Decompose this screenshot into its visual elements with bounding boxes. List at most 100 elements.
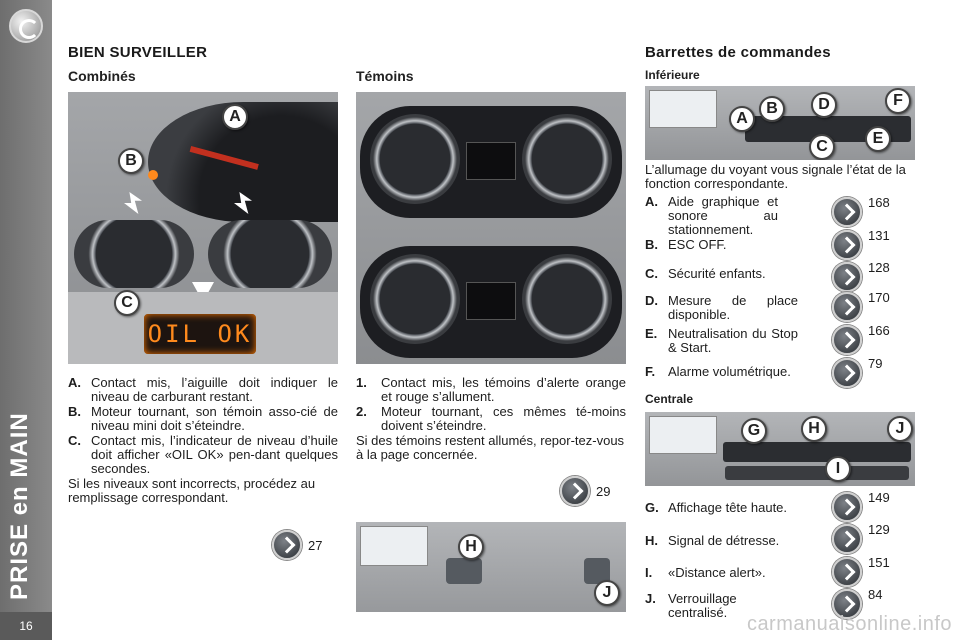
item-label: J.: [645, 591, 656, 606]
arrow-right-icon: [832, 492, 862, 522]
item-label: 2.: [356, 404, 367, 419]
page-ref-link[interactable]: 29: [560, 476, 610, 506]
inferieure-photo: A B C D E F: [645, 86, 915, 160]
arrow-right-icon: [560, 476, 590, 506]
page-ref-link[interactable]: 149: [832, 490, 890, 522]
item-label: H.: [645, 533, 658, 548]
callout-d: D: [811, 92, 837, 118]
item-label: 1.: [356, 375, 367, 390]
list-item: A. Aide graphique et sonore au stationne…: [645, 195, 835, 237]
arrow-right-icon: [832, 358, 862, 388]
callout-e: E: [865, 126, 891, 152]
item-label: A.: [645, 194, 658, 209]
callout-a: A: [222, 104, 248, 130]
list-item: C. Sécurité enfants.: [645, 267, 835, 283]
callout-b: B: [118, 148, 144, 174]
page-ref-link[interactable]: 170: [832, 290, 890, 322]
callout-j: J: [594, 580, 620, 606]
list-item: F. Alarme volumétrique.: [645, 365, 835, 381]
inferieure-title: Inférieure: [645, 68, 700, 82]
temoins-title: Témoins: [356, 68, 414, 84]
page-ref-link[interactable]: 166: [832, 323, 890, 355]
arrow-right-icon: [832, 230, 862, 260]
list-item: H. Signal de détresse.: [645, 534, 835, 550]
page-ref-number: 168: [868, 195, 890, 210]
list-item: I. «Distance alert».: [645, 566, 835, 582]
page-ref-number: 151: [868, 555, 890, 570]
callout-b: B: [759, 96, 785, 122]
page-ref-link[interactable]: 128: [832, 260, 890, 292]
combines-photo: OIL OK A B C: [68, 92, 338, 364]
item-text: Aide graphique et sonore au stationnemen…: [668, 194, 778, 237]
combines-note: Si les niveaux sont incorrects, procédez…: [68, 476, 316, 505]
barrettes-title: Barrettes de commandes: [645, 44, 831, 61]
list-item: A. Contact mis, l’aiguille doit indiquer…: [68, 376, 338, 404]
item-label: I.: [645, 565, 653, 580]
callout-c: C: [114, 290, 140, 316]
list-item: J. Verrouillage centralisé.: [645, 592, 835, 620]
item-text: Sécurité enfants.: [668, 266, 766, 281]
item-text: «Distance alert».: [668, 565, 766, 580]
page-ref-link[interactable]: 168: [832, 195, 890, 227]
list-item: D. Mesure de place disponible.: [645, 294, 835, 322]
temoins-photo: [356, 92, 626, 364]
item-text: Verrouillage centralisé.: [668, 591, 737, 620]
list-item: B. ESC OFF.: [645, 238, 835, 254]
list-item: C. Contact mis, l’indicateur de niveau d…: [68, 434, 338, 476]
callout-f: F: [885, 88, 911, 114]
item-text: Affichage tête haute.: [668, 500, 788, 515]
item-text: Contact mis, les témoins d’alerte orange…: [381, 375, 626, 404]
item-text: Signal de détresse.: [668, 533, 780, 548]
page-ref-number: 170: [868, 290, 890, 305]
section-side-title: PRISE en MAIN: [6, 412, 33, 600]
item-text: Neutralisation du Stop & Start.: [668, 326, 798, 355]
arrow-right-icon: [832, 557, 862, 587]
page-ref-number: 84: [868, 587, 883, 602]
callout-h: H: [458, 534, 484, 560]
item-label: C.: [68, 433, 81, 448]
combines-title: Combinés: [68, 68, 136, 84]
brand-logo-icon: [9, 9, 43, 43]
list-item: E. Neutralisation du Stop & Start.: [645, 327, 835, 355]
list-item: B. Moteur tournant, son témoin asso-cié …: [68, 405, 338, 433]
dashboard-photo: H J: [356, 522, 626, 612]
item-text: Alarme volumétrique.: [668, 364, 791, 379]
page-ref-number: 27: [308, 538, 323, 553]
watermark: carmanualsonline.info: [746, 613, 952, 635]
arrow-right-icon: [832, 262, 862, 292]
item-text: Mesure de place disponible.: [668, 293, 798, 322]
item-label: B.: [645, 237, 658, 252]
item-label: F.: [645, 364, 656, 379]
item-text: Moteur tournant, son témoin asso-cié de …: [91, 404, 338, 433]
temoins-note: Si des témoins restent allumés, repor-te…: [356, 433, 625, 462]
page-ref-link[interactable]: 79: [832, 356, 883, 388]
callout-h: H: [801, 416, 827, 442]
page-ref-link[interactable]: 151: [832, 555, 890, 587]
callout-g: G: [741, 418, 767, 444]
page-ref-link[interactable]: 84: [832, 587, 883, 619]
page-ref-link[interactable]: 27: [272, 530, 322, 560]
page-ref-link[interactable]: 131: [832, 228, 890, 260]
centrale-title: Centrale: [645, 392, 694, 406]
arrow-right-icon: [832, 292, 862, 322]
item-text: Contact mis, l’indicateur de niveau d’hu…: [91, 433, 338, 476]
page-ref-number: 131: [868, 228, 890, 243]
side-band: PRISE en MAIN 16: [0, 0, 52, 640]
arrow-right-icon: [832, 524, 862, 554]
page-ref-link[interactable]: 129: [832, 522, 890, 554]
inferieure-intro: L’allumage du voyant vous signale l’état…: [645, 162, 906, 191]
callout-j: J: [887, 416, 913, 442]
arrow-right-icon: [832, 589, 862, 619]
callout-c: C: [809, 134, 835, 160]
item-text: Contact mis, l’aiguille doit indiquer le…: [91, 375, 338, 404]
oil-level-display: OIL OK: [144, 314, 256, 354]
page-ref-number: 166: [868, 323, 890, 338]
item-label: E.: [645, 326, 658, 341]
arrow-right-icon: [272, 530, 302, 560]
item-label: B.: [68, 404, 81, 419]
list-item: 2. Moteur tournant, ces mêmes té-moins d…: [356, 405, 626, 433]
page-ref-number: 79: [868, 356, 883, 371]
item-text: ESC OFF.: [668, 237, 727, 252]
section-title: BIEN SURVEILLER: [68, 44, 208, 61]
item-text: Moteur tournant, ces mêmes té-moins doiv…: [381, 404, 626, 433]
